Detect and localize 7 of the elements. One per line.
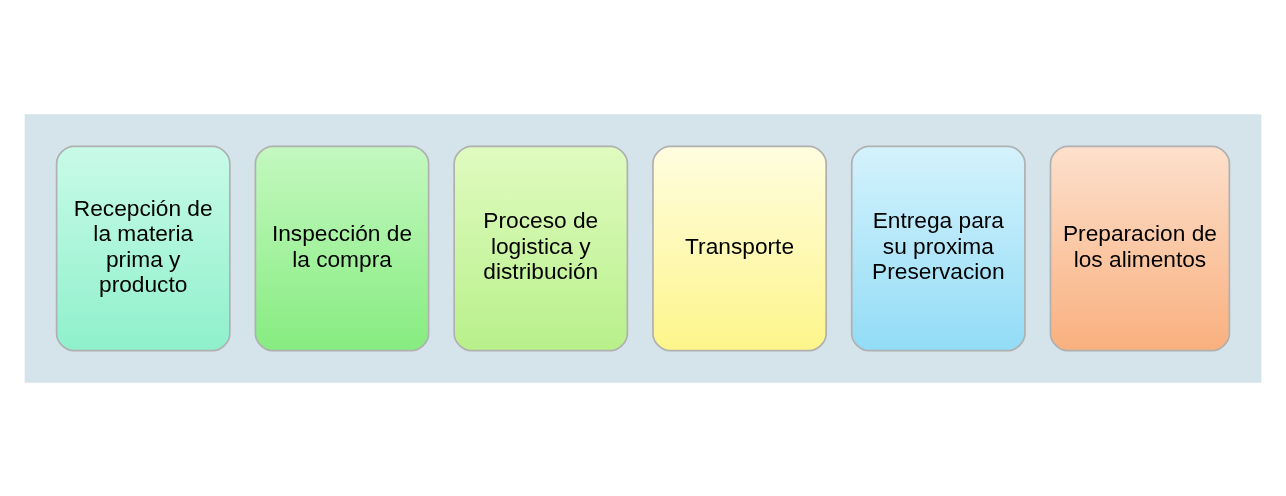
node-box: Inspección de la compra: [254, 144, 430, 352]
node-box: Proceso de logistica y distribución: [453, 144, 629, 352]
node-box: Recepción de la materia prima y producto: [55, 144, 231, 352]
cluster: [24, 113, 1262, 383]
node-box: Preparacion de los alimentos: [1049, 144, 1231, 352]
node-box: Entrega para su proxima Preservacion: [850, 144, 1026, 352]
node-box: Transporte: [652, 144, 827, 352]
